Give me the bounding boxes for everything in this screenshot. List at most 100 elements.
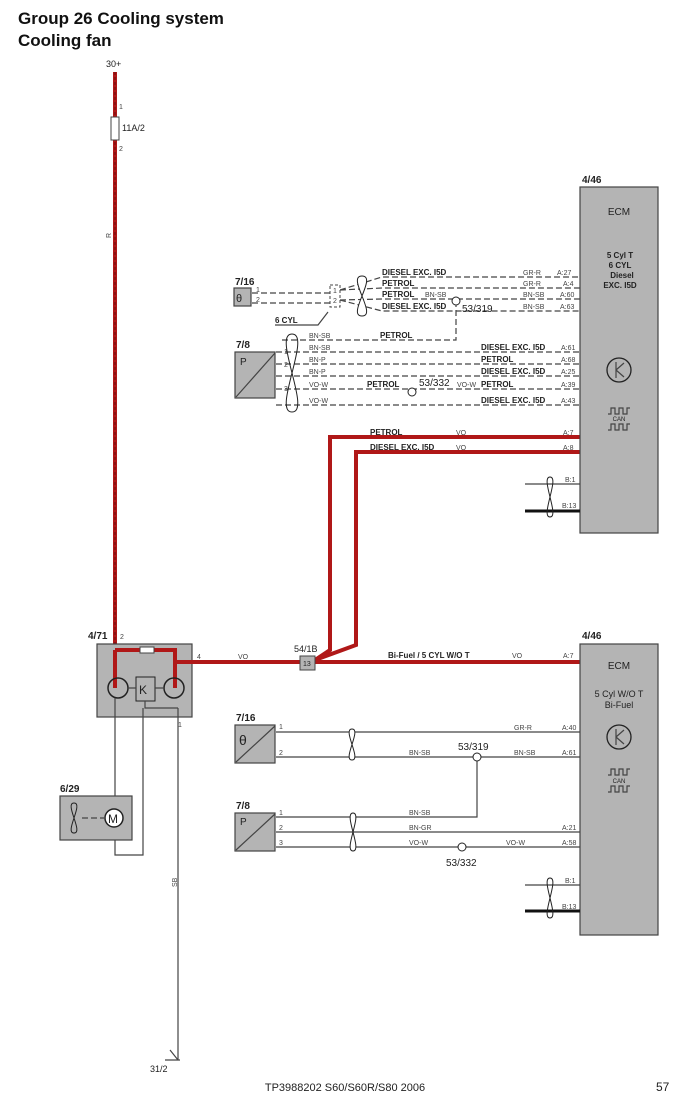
pin-number: 3	[279, 840, 283, 847]
wire-color: VO	[512, 653, 523, 660]
motor-symbol: M	[108, 812, 118, 826]
ecm-bottom-name: ECM	[608, 661, 630, 672]
ecm-pin: B:13	[562, 904, 577, 911]
fan-module-id: 4/71	[88, 631, 108, 642]
splice-label: 53/332	[446, 858, 477, 869]
wire-color: BN-SB	[523, 304, 545, 311]
splice-label: 53/319	[458, 742, 489, 753]
wire-color: VO-W	[457, 382, 476, 389]
ecm-top-id: 4/46	[582, 175, 602, 186]
transistor-icon	[606, 357, 632, 383]
ecm-variant: Diesel	[610, 271, 634, 280]
ecm-variant: Bi-Fuel	[605, 700, 634, 710]
temp-symbol: θ	[236, 293, 242, 305]
control-symbol-icon: K	[139, 683, 147, 697]
pressure-sensor-id: 7/8	[236, 340, 250, 351]
page-subtitle: Cooling fan	[18, 31, 111, 50]
wire-color: BN-SB	[409, 810, 431, 817]
pin-number: 1	[333, 288, 337, 295]
fuse-pin2: 2	[119, 146, 123, 153]
wire-color: GR-R	[523, 281, 541, 288]
fuse-label: 11A/2	[122, 123, 145, 133]
pin-number: 2	[256, 297, 260, 304]
splice-label: 53/332	[419, 378, 450, 389]
pressure-symbol: P	[240, 357, 247, 368]
can-signal-icon	[608, 785, 630, 793]
splice-icon	[457, 842, 467, 852]
wire-color: GR-R	[514, 725, 532, 732]
ecm-pin: A:61	[561, 345, 576, 352]
wire-color: VO	[456, 445, 467, 452]
ecm-pin: A:43	[561, 398, 576, 405]
wire-color: BN-GR	[409, 825, 432, 832]
wire-color: BN-P	[309, 357, 326, 364]
pressure-sensor-wires	[276, 305, 580, 406]
ground-wire-color: SB	[172, 877, 179, 887]
pin-number: 2	[279, 750, 283, 757]
wire-color: BN-P	[309, 369, 326, 376]
can-signal-icon	[608, 407, 630, 415]
transistor-icon	[606, 724, 632, 750]
motor-wire	[114, 698, 144, 856]
twisted-pair-icon	[285, 333, 299, 413]
wire-variant: PETROL	[367, 380, 400, 389]
splice-icon	[472, 752, 482, 762]
pin-number: 2	[284, 362, 288, 369]
fan-branch-wires	[313, 435, 580, 662]
wire-color: BN-SB	[514, 750, 536, 757]
twisted-pair-icon	[546, 476, 554, 518]
wire-variant: DIESEL EXC. I5D	[481, 367, 546, 376]
wire-color: VO-W	[309, 382, 328, 389]
supply-label: 30+	[106, 59, 121, 69]
splice-icon	[407, 387, 417, 397]
wire-variant: PETROL	[380, 331, 413, 340]
wire-variant: DIESEL EXC. I5D	[370, 443, 435, 452]
wire-variant: PETROL	[382, 290, 415, 299]
ecm-pin: A:63	[560, 304, 575, 311]
connector-id: 54/1B	[294, 644, 318, 654]
wire-color: VO	[456, 430, 467, 437]
fan-out-wire-color: VO	[238, 654, 249, 661]
wire-color: VO-W	[309, 398, 328, 405]
ecm-pin: A:58	[562, 840, 577, 847]
splice-label: 53/319	[462, 304, 493, 315]
ecm-variant: 6 CYL	[609, 261, 632, 270]
transistor-glyph	[615, 729, 625, 745]
cyl6-label: 6 CYL	[275, 316, 298, 325]
can-signal-icon	[608, 423, 630, 431]
wire-color: BN-SB	[425, 292, 447, 299]
ecm-bottom-id: 4/46	[582, 631, 602, 642]
ecm-variant: 5 Cyl W/O T	[595, 689, 644, 699]
ecm-pin: B:1	[565, 477, 576, 484]
temp-wire-labels: DIESEL EXC. I5D GR-R A:27 PETROL GR-R A:…	[382, 268, 575, 315]
ground-icon	[165, 1049, 180, 1061]
sensor-diagonal	[235, 725, 276, 763]
module-fuse-icon	[139, 646, 155, 654]
temp-sensor-wires	[252, 276, 580, 312]
pressure-sensor-id: 7/8	[236, 801, 250, 812]
cyl6-connector	[329, 284, 341, 308]
wire-variant: DIESEL EXC. I5D	[481, 396, 546, 405]
ecm-pin: A:8	[563, 445, 574, 452]
wire-variant: DIESEL EXC. I5D	[382, 302, 447, 311]
transistor-glyph	[615, 362, 625, 378]
ecm-pin: A:21	[562, 825, 577, 832]
wire-color: VO-W	[409, 840, 428, 847]
temp-sensor-id: 7/16	[236, 713, 256, 724]
temp-sensor-box	[233, 287, 252, 307]
temp-sensor-id: 7/16	[235, 277, 255, 288]
wire-variant: DIESEL EXC. I5D	[481, 343, 546, 352]
sensor-diagonal	[235, 813, 276, 851]
document-reference: TP3988202 S60/S60R/S80 2006	[265, 1082, 425, 1094]
ecm-pin: B:1	[565, 878, 576, 885]
wire-color: BN-SB	[309, 333, 331, 340]
connector-54-1b	[299, 655, 316, 671]
can-signal-icon	[608, 768, 630, 776]
ecm-pin: A:27	[557, 270, 572, 277]
pin-number: 1	[284, 349, 288, 356]
wire-variant: DIESEL EXC. I5D	[382, 268, 447, 277]
ecm-pin: A:40	[562, 725, 577, 732]
wire-color: GR-R	[523, 270, 541, 277]
wire-variant: PETROL	[382, 279, 415, 288]
